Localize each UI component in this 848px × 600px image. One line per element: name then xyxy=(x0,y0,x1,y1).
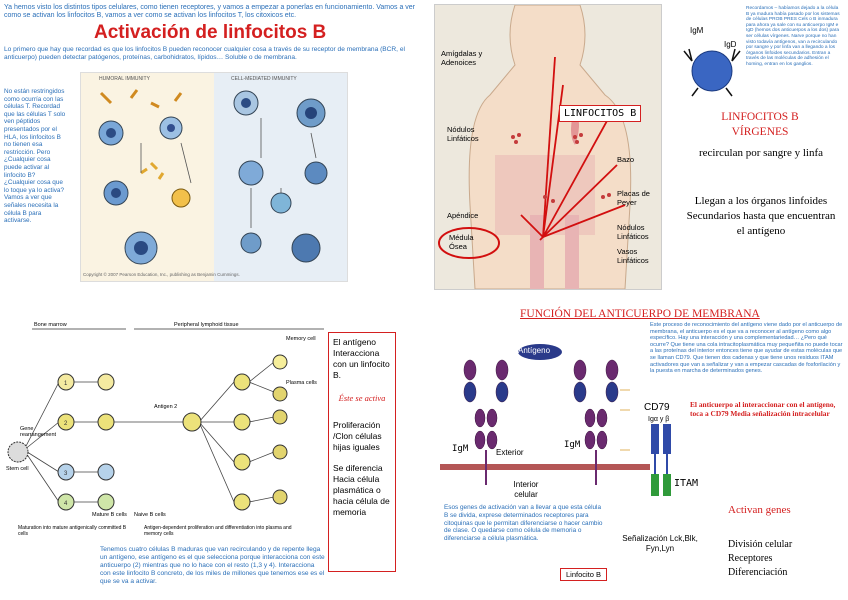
activation-steps-box: El antígeno Interacciona con un linfocit… xyxy=(328,332,396,572)
label-amigdalas: Amígdalas y Adenoices xyxy=(441,49,483,67)
antigeno-label: Antígeno xyxy=(518,346,551,355)
peripheral-label: Peripheral lymphoid tissue xyxy=(174,322,239,328)
itam-label: ITAM xyxy=(674,478,699,489)
membrane-antibody-diagram xyxy=(440,344,650,485)
iga-label: Igα y β xyxy=(648,416,670,423)
dependent-caption: Antigen-dependent proliferation and diff… xyxy=(144,525,292,537)
body-illustration xyxy=(438,4,632,290)
senalizacion-label: Señalización Lck,Blk, Fyn,Lyn xyxy=(622,534,698,553)
svg-text:4: 4 xyxy=(64,501,68,507)
step-interacts: El antígeno Interacciona con un linfocit… xyxy=(333,337,390,380)
step-differentiation: Se diferencia Hacia célula plasmática o … xyxy=(333,463,390,517)
label-apendice: Apéndice xyxy=(447,211,479,220)
immunity-illustration xyxy=(81,73,347,281)
intro-text: Ya hemos visto los distintos tipos celul… xyxy=(4,4,416,19)
cell-mediated-label: CELL-MEDIATED IMMUNITY xyxy=(231,76,297,82)
outcome-diferenciacion: Diferenciación xyxy=(728,567,788,578)
plasma-cells-label: Plasma cells xyxy=(286,380,317,386)
step-proliferation: Proliferación /Clon células hijas iguale… xyxy=(333,420,382,452)
svg-text:2: 2 xyxy=(64,421,68,427)
clonal-selection-figure: 1 2 3 4 Bone marrow Peripheral lymphoid tis… xyxy=(4,322,326,540)
linfocitos-b-box: LINFOCITOS B xyxy=(559,105,642,122)
page-title: Activación de linfocitos B xyxy=(94,22,327,43)
gene-label: Gene rearrangement xyxy=(20,426,57,438)
mature-label: Mature B cells xyxy=(92,512,127,518)
humoral-label: HUMORAL IMMUNITY xyxy=(99,76,150,82)
label-placas: Placas de Peyer xyxy=(617,189,650,207)
recirculation-text: recirculan por sangre y linfa xyxy=(699,147,823,159)
organs-text: Llegan a los órganos linfoides Secundari… xyxy=(686,195,836,237)
function-note: Este proceso de reconocimiento del antíg… xyxy=(650,322,843,375)
clonal-note: Tenemos cuatro células B maduras que van… xyxy=(100,546,325,585)
igm-label: IgM xyxy=(690,26,704,35)
igd-label: IgD xyxy=(724,40,737,49)
naive-title-line2: VÍRGENES xyxy=(731,126,789,138)
svg-text:3: 3 xyxy=(64,471,68,477)
cd79-red-text: El anticuerpo al interaccionar con el an… xyxy=(690,400,836,418)
intro-paragraph: Lo primero que hay que recordad es que l… xyxy=(4,46,405,61)
label-vasos: Vasos Linfáticos xyxy=(617,247,649,265)
exterior-label: Exterior xyxy=(496,448,524,457)
clonal-selection-illustration: 1 2 3 4 xyxy=(7,328,324,511)
label-medula: Médula Ósea xyxy=(449,233,474,251)
lymphoid-organs-figure: Amígdalas y Adenoices Nódulos Linfáticos… xyxy=(434,4,662,290)
bone-marrow-label: Bone marrow xyxy=(34,322,67,328)
recap-note: Recordamos – habíamos dejado a la célula… xyxy=(746,6,840,67)
label-nodulos-2: Nódulos Linfáticos xyxy=(617,223,649,241)
cd79-chains-icon xyxy=(651,424,671,496)
linfocito-b-label: Linfocito B xyxy=(560,568,608,581)
naive-label: Naive B cells xyxy=(134,512,166,518)
copyright: Copyright © 2007 Pearson Education, Inc.… xyxy=(83,272,240,277)
step-activates: Éste se activa xyxy=(338,393,386,403)
side-note: No están restringidos como ocurría con l… xyxy=(4,88,66,225)
outcomes-list: División celular Receptores Diferenciaci… xyxy=(728,538,792,580)
activan-genes: Activan genes xyxy=(728,504,791,516)
igm-left-label: IgM xyxy=(452,444,469,454)
cd79-label: CD79 xyxy=(644,402,670,413)
immunity-figure: HUMORAL IMMUNITY CELL-MEDIATED IMMUNITY … xyxy=(80,72,348,282)
interior-label: Interior celular xyxy=(513,480,539,499)
function-title: FUNCIÓN DEL ANTICUERPO DE MEMBRANA xyxy=(520,308,760,320)
memory-cell-label: Memory cell xyxy=(286,336,316,342)
maturation-caption: Maturation into mature antigenically com… xyxy=(18,525,127,537)
naive-title-line1: LINFOCITOS B xyxy=(721,111,799,123)
outcome-division: División celular xyxy=(728,539,793,550)
genes-note: Esos genes de activación van a llevar a … xyxy=(444,504,603,543)
label-nodulos-1: Nódulos Linfáticos xyxy=(447,125,479,143)
igm-right-label: IgM xyxy=(564,440,581,450)
naive-title: LINFOCITOS B VÍRGENES xyxy=(700,110,820,140)
label-bazo: Bazo xyxy=(617,155,635,164)
antigen2-label: Antigen 2 xyxy=(154,404,178,410)
stem-label: Stem cell xyxy=(6,466,29,472)
svg-text:1: 1 xyxy=(64,381,68,387)
outcome-receptores: Receptores xyxy=(728,553,773,564)
naive-b-cell-icon xyxy=(683,48,741,97)
